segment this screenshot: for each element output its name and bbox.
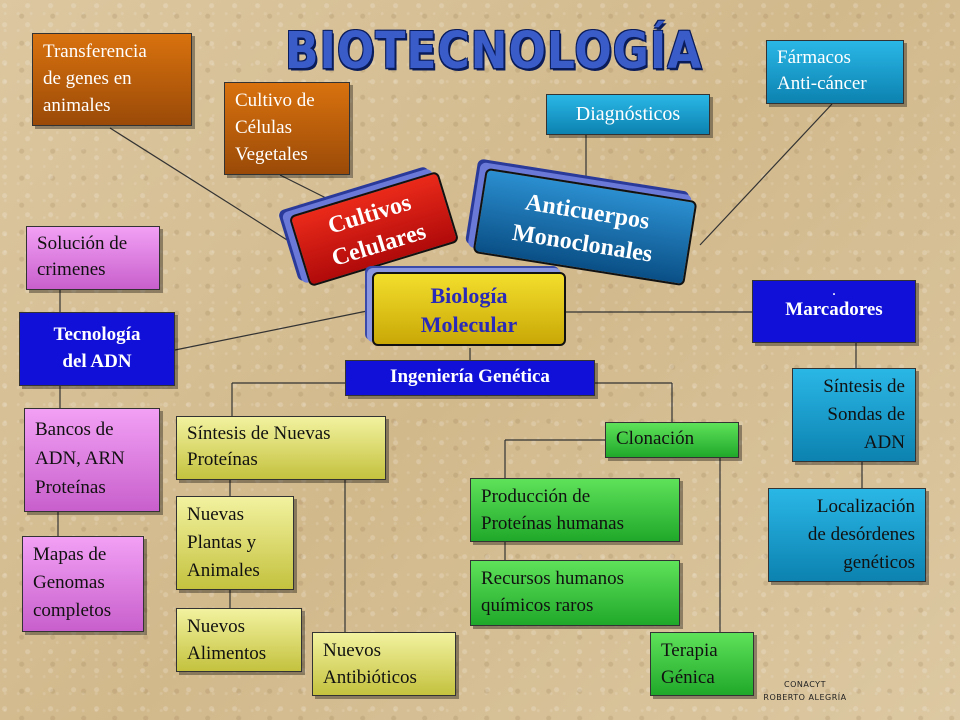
recursos-humanos-box: Recursos humanos químicos raros — [470, 560, 680, 626]
biologia-molecular-pill: Biología Molecular — [372, 272, 566, 346]
farmacos-box: Fármacos Anti-cáncer — [766, 40, 904, 104]
sintesis-sondas-box: Síntesis de Sondas de ADN — [792, 368, 916, 462]
nuevas-plantas-line-1: Nuevas — [187, 504, 244, 525]
clonacion-box: Clonación — [605, 422, 739, 458]
sintesis-sondas-line-1: Síntesis de — [823, 376, 905, 397]
produccion-line-1: Producción de — [481, 486, 591, 507]
cultivo-celulas-line-3: Vegetales — [235, 144, 308, 165]
recursos-line-2: químicos raros — [481, 595, 594, 616]
transferencia-line-1: Transferencia — [43, 41, 147, 62]
tecnologia-line-1: Tecnología — [53, 324, 141, 345]
terapia-line-1: Terapia — [661, 640, 718, 661]
diagnosticos-box: Diagnósticos — [546, 94, 710, 135]
terapia-genica-box: Terapia Génica — [650, 632, 754, 696]
credit-line-1: CONACYT — [784, 680, 826, 689]
cultivo-celulas-line-1: Cultivo de — [235, 90, 315, 111]
biologia-line-1: Biología — [430, 283, 508, 308]
produccion-proteinas-box: Producción de Proteínas humanas — [470, 478, 680, 542]
mapas-genomas-box: Mapas de Genomas completos — [22, 536, 144, 632]
marcadores-box: . Marcadores — [752, 280, 916, 343]
solucion-crimenes-box: Solución de crimenes — [26, 226, 160, 290]
nuevos-alimentos-line-2: Alimentos — [187, 643, 267, 664]
ingenieria-genetica-box: Ingeniería Genética — [345, 360, 595, 396]
nuevas-plantas-box: Nuevas Plantas y Animales — [176, 496, 294, 590]
localizacion-line-3: genéticos — [843, 552, 915, 573]
sintesis-proteinas-line-1: Síntesis de Nuevas — [187, 423, 331, 444]
ingenieria-label: Ingeniería Genética — [390, 366, 550, 387]
nuevos-alimentos-box: Nuevos Alimentos — [176, 608, 302, 672]
produccion-line-2: Proteínas humanas — [481, 513, 625, 534]
bancos-line-3: Proteínas — [35, 477, 106, 498]
transferencia-line-2: de genes en — [43, 68, 132, 89]
credit-line-2: ROBERTO ALEGRÍA — [763, 693, 847, 702]
bancos-line-1: Bancos de — [35, 419, 114, 440]
mapas-line-1: Mapas de — [33, 544, 107, 565]
sintesis-sondas-line-3: ADN — [863, 432, 905, 453]
nuevas-plantas-line-2: Plantas y — [187, 532, 257, 553]
localizacion-line-1: Localización — [816, 496, 915, 517]
mapas-line-3: completos — [33, 600, 112, 621]
tecnologia-adn-box: Tecnología del ADN — [19, 312, 175, 386]
nuevos-alimentos-line-1: Nuevos — [187, 616, 246, 637]
localizacion-desordenes-box: Localización de desórdenes genéticos — [768, 488, 926, 582]
cultivo-celulas-line-2: Células — [235, 117, 292, 138]
page-title: BIOTECNOLOGÍA — [285, 22, 703, 81]
cultivo-celulas-vegetales-box: Cultivo de Células Vegetales — [224, 82, 350, 175]
solucion-line-2: crimenes — [37, 259, 106, 280]
recursos-line-1: Recursos humanos — [481, 568, 625, 589]
diagnosticos-label: Diagnósticos — [575, 103, 681, 125]
nuevas-plantas-line-3: Animales — [187, 560, 260, 581]
tecnologia-line-2: del ADN — [62, 351, 132, 372]
biologia-line-2: Molecular — [420, 312, 518, 337]
bancos-adn-box: Bancos de ADN, ARN Proteínas — [24, 408, 160, 512]
transferencia-genes-box: Transferencia de genes en animales — [32, 33, 192, 126]
nuevos-antibioticos-line-1: Nuevos — [323, 640, 382, 661]
terapia-line-2: Génica — [661, 667, 715, 688]
sintesis-proteinas-box: Síntesis de Nuevas Proteínas — [176, 416, 386, 480]
marcadores-label: Marcadores — [785, 299, 883, 320]
marcadores-dot: . — [832, 284, 836, 298]
nuevos-antibioticos-line-2: Antibióticos — [323, 667, 417, 688]
mapas-line-2: Genomas — [33, 572, 105, 593]
clonacion-label: Clonación — [616, 428, 695, 449]
sintesis-proteinas-line-2: Proteínas — [187, 449, 258, 470]
farmacos-line-2: Anti-cáncer — [777, 73, 867, 94]
credit-text: CONACYT ROBERTO ALEGRÍA — [760, 678, 850, 704]
nuevos-antibioticos-box: Nuevos Antibióticos — [312, 632, 456, 696]
bancos-line-2: ADN, ARN — [35, 448, 125, 469]
sintesis-sondas-line-2: Sondas de — [827, 404, 905, 425]
solucion-line-1: Solución de — [37, 233, 128, 254]
farmacos-line-1: Fármacos — [777, 47, 851, 68]
transferencia-line-3: animales — [43, 95, 111, 116]
localizacion-line-2: de desórdenes — [807, 524, 915, 545]
